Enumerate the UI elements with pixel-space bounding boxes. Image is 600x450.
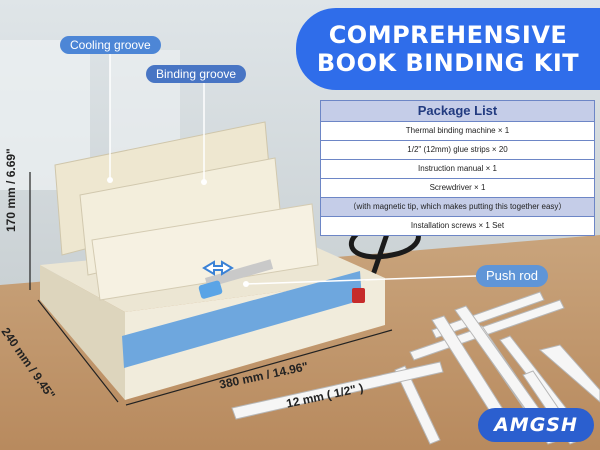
package-item: Thermal binding machine × 1 [321, 121, 594, 140]
package-item: 1/2" (12mm) glue strips × 20 [321, 140, 594, 159]
machine-base-front [40, 265, 125, 400]
push-rod-dot [243, 281, 249, 287]
cooling-groove-label: Cooling groove [60, 36, 161, 54]
package-list-table: Package List Thermal binding machine × 1… [320, 100, 595, 236]
push-rod-label: Push rod [476, 265, 549, 287]
power-switch [352, 288, 365, 303]
front-panel [91, 203, 319, 301]
package-item: Instruction manual × 1 [321, 159, 594, 178]
width-arrow [125, 329, 393, 406]
push-rod-handle [198, 280, 223, 299]
package-list-heading: Package List [321, 101, 594, 121]
binding-groove-dot [201, 179, 207, 185]
package-item: Installation screws × 1 Set [321, 216, 594, 235]
binding-groove-label: Binding groove [146, 65, 247, 83]
package-item: Screwdriver × 1 [321, 178, 594, 197]
depth-arrow [37, 299, 119, 403]
title-line-1: COMPREHENSIVE [328, 21, 568, 49]
brand-logo: AMGSH [478, 408, 594, 442]
double-arrow-icon [202, 260, 234, 276]
package-item-note: （with magnetic tip, which makes putting … [321, 197, 594, 216]
control-label-strip [122, 271, 362, 368]
title-banner: COMPREHENSIVE BOOK BINDING KIT [296, 8, 600, 90]
push-rod-leader [245, 275, 477, 285]
height-dimension: 170 mm / 6.69" [4, 148, 18, 232]
push-rod [205, 259, 274, 288]
glue-strip-measured [231, 361, 444, 420]
cooling-groove-dot [107, 177, 113, 183]
title-line-2: BOOK BINDING KIT [316, 49, 580, 77]
